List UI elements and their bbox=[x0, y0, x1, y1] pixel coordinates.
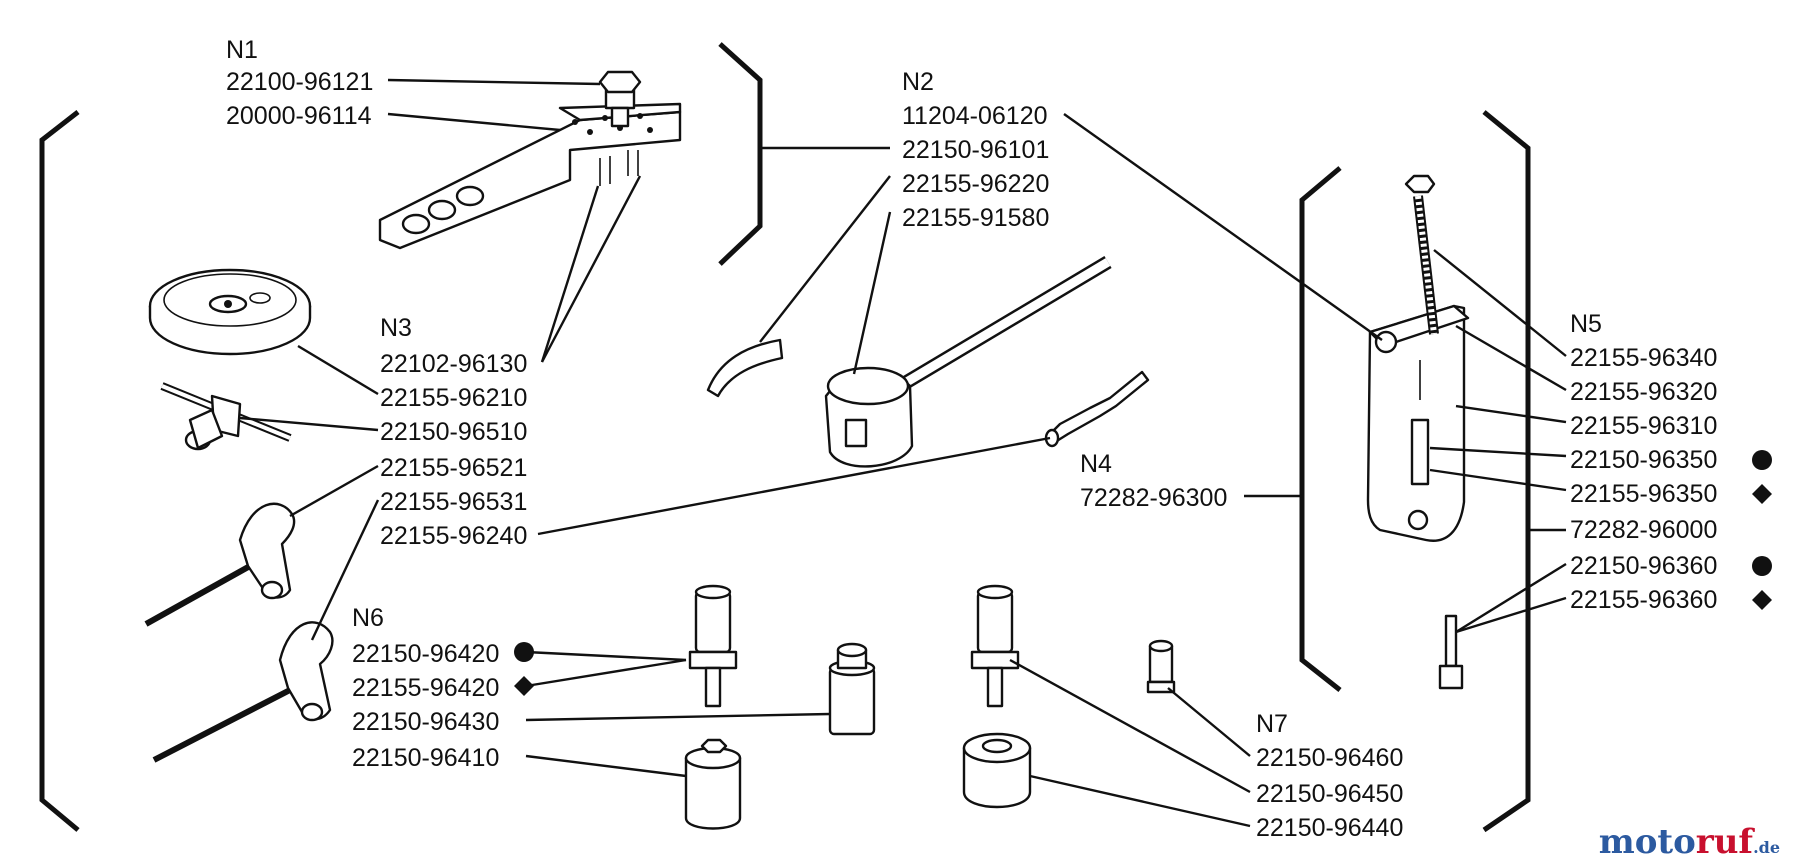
n7-sleeve bbox=[1146, 639, 1176, 694]
circle-marker bbox=[514, 642, 534, 662]
circle-marker bbox=[1752, 556, 1772, 576]
watermark-logo: motoruf.de bbox=[1599, 822, 1780, 862]
markers bbox=[514, 450, 1772, 696]
group-label-n4: N4 bbox=[1080, 450, 1112, 478]
n5-puller-body bbox=[1366, 174, 1470, 542]
n7-socket bbox=[962, 732, 1032, 809]
group-label-n6: N6 bbox=[352, 604, 384, 632]
n2-arc-segment bbox=[706, 338, 784, 398]
part-label: 22155-96240 bbox=[380, 522, 527, 550]
part-label: 22155-96420 bbox=[352, 674, 499, 702]
n5-bolt bbox=[1438, 614, 1464, 690]
n6-plug-2 bbox=[828, 642, 876, 736]
part-label: 22150-96440 bbox=[1256, 814, 1403, 842]
part-label: 22155-96210 bbox=[380, 384, 527, 412]
watermark-part-1: moto bbox=[1598, 822, 1696, 862]
n1-bar-tool bbox=[378, 70, 682, 250]
n5-inner-bracket bbox=[1299, 166, 1342, 692]
t-handle-tool-1 bbox=[144, 502, 296, 627]
part-label: 22155-96521 bbox=[380, 454, 527, 482]
group-label-n7: N7 bbox=[1256, 710, 1288, 738]
watermark-part-2: ruf bbox=[1695, 822, 1754, 862]
labels: N1 22100-96121 20000-96114 N2 11204-0612… bbox=[226, 36, 1717, 842]
circle-marker bbox=[1752, 450, 1772, 470]
part-label: 22155-96340 bbox=[1570, 344, 1717, 372]
leader-lines bbox=[239, 78, 1567, 828]
part-label: 22150-96450 bbox=[1256, 780, 1403, 808]
part-label: 22155-96320 bbox=[1570, 378, 1717, 406]
part-label: 22150-96360 bbox=[1570, 552, 1717, 580]
group-label-n3: N3 bbox=[380, 314, 412, 342]
part-label: 22150-96350 bbox=[1570, 446, 1717, 474]
t-handle-tool-2 bbox=[152, 621, 334, 763]
group-label-n5: N5 bbox=[1570, 310, 1602, 338]
part-label: 22100-96121 bbox=[226, 68, 373, 96]
part-label: 22150-96420 bbox=[352, 640, 499, 668]
part-label: 72282-96000 bbox=[1570, 516, 1717, 544]
n3-flywheel-ring bbox=[148, 268, 312, 356]
part-label: 22150-96430 bbox=[352, 708, 499, 736]
n6-socket bbox=[684, 738, 742, 830]
outer-left-bracket bbox=[39, 110, 80, 832]
part-label: 22155-96310 bbox=[1570, 412, 1717, 440]
part-label: 22155-96531 bbox=[380, 488, 527, 516]
diamond-marker bbox=[1752, 484, 1772, 504]
outer-right-bracket bbox=[1482, 110, 1531, 833]
part-label: 22155-91580 bbox=[902, 204, 1049, 232]
group-label-n2: N2 bbox=[902, 68, 934, 96]
part-label: 22150-96510 bbox=[380, 418, 527, 446]
diamond-marker bbox=[1752, 590, 1772, 610]
part-label: 11204-06120 bbox=[902, 102, 1048, 130]
part-label: 72282-96300 bbox=[1080, 484, 1227, 512]
part-label: 22155-96220 bbox=[902, 170, 1049, 198]
n4-extension bbox=[1044, 370, 1150, 448]
part-label: 22102-96130 bbox=[380, 350, 527, 378]
t-wrench bbox=[160, 382, 292, 451]
part-label: 22150-96101 bbox=[902, 136, 1049, 164]
part-label: 22150-96460 bbox=[1256, 744, 1403, 772]
watermark-part-3: .de bbox=[1753, 838, 1780, 857]
n6-plug-1 bbox=[688, 584, 738, 708]
part-label: 22155-96350 bbox=[1570, 480, 1717, 508]
n2-puller-rod bbox=[824, 255, 1112, 468]
n2-bracket bbox=[718, 42, 763, 266]
diamond-marker bbox=[514, 676, 534, 696]
group-label-n1: N1 bbox=[226, 36, 258, 64]
n7-plug bbox=[970, 584, 1020, 708]
part-label: 22150-96410 bbox=[352, 744, 499, 772]
part-label: 20000-96114 bbox=[226, 102, 372, 130]
part-label: 22155-96360 bbox=[1570, 586, 1717, 614]
